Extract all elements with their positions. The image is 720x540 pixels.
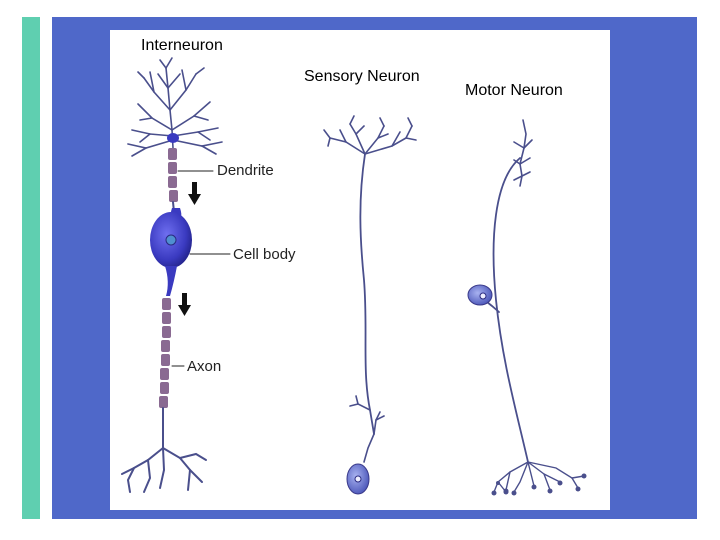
cell-body-label: Cell body: [233, 246, 296, 263]
interneuron-title: Interneuron: [141, 37, 223, 54]
axon-label: Axon: [187, 358, 222, 375]
motor-top-branches: [513, 119, 533, 187]
motor-terminal-buttons: [491, 473, 587, 496]
down-arrow-icon: [178, 293, 191, 316]
motor-neuron: [467, 119, 587, 496]
interneuron-leader-lines: [171, 170, 231, 367]
interneuron-upper-myelin: [168, 148, 178, 202]
sensory-dendrites: [323, 115, 417, 155]
neuron-illustration: [121, 57, 587, 496]
motor-axon-terminals: [493, 461, 585, 493]
interneuron-axon-terminals: [121, 407, 207, 493]
dendrite-label: Dendrite: [217, 162, 274, 179]
interneuron-lower-myelin: [159, 298, 171, 408]
motor-neuron-title: Motor Neuron: [465, 82, 563, 99]
down-arrow-icon: [188, 182, 201, 205]
sensory-neuron: [323, 115, 417, 495]
sensory-axon: [359, 153, 375, 435]
accent-bar: [22, 17, 40, 519]
sensory-neuron-title: Sensory Neuron: [304, 68, 420, 85]
flow-arrows: [178, 182, 201, 316]
neuron-figure: Interneuron Sensory Neuron Motor Neuron …: [110, 30, 610, 510]
motor-axon: [492, 157, 529, 463]
interneuron: [121, 57, 231, 493]
interneuron-dendrites: [127, 57, 223, 157]
sensory-distal-branches: [349, 395, 385, 463]
